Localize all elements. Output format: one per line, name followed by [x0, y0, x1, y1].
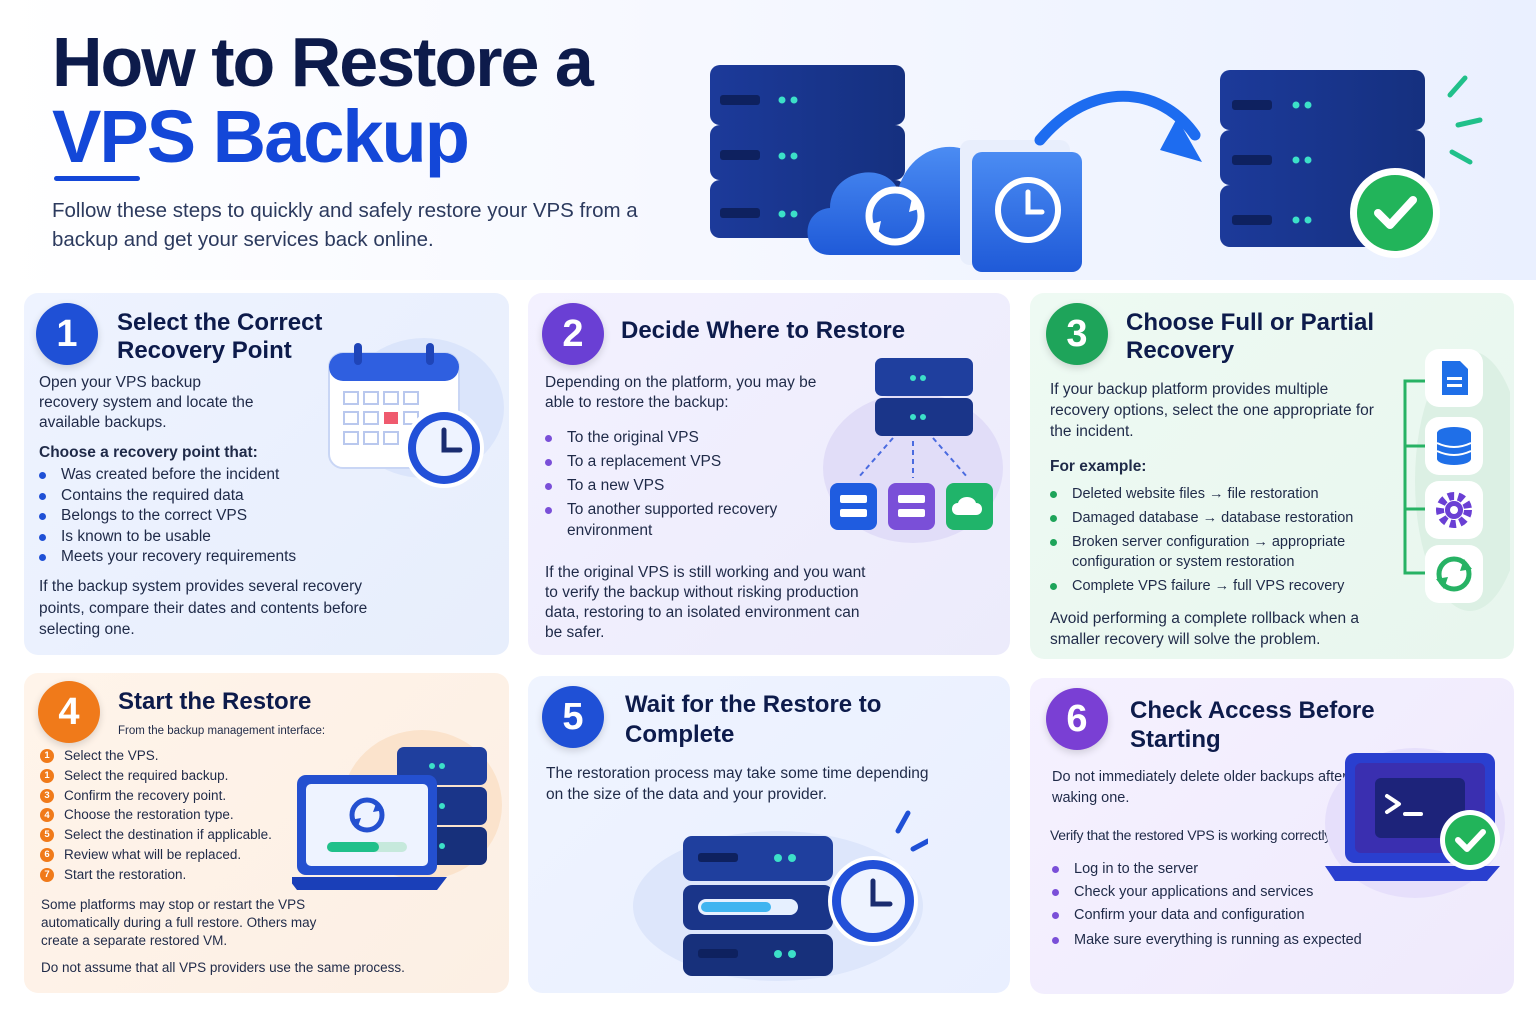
step-note: If the backup system provides several re…	[39, 578, 368, 638]
destination-list: To the original VPS To a replacement VPS…	[543, 428, 783, 541]
folder-clock-icon	[960, 140, 1082, 272]
step-title: Select the Correct Recovery Point	[117, 309, 323, 364]
hero-illustration	[710, 65, 1483, 272]
step-card-6: 6 Check Access Before Starting Do not im…	[1030, 678, 1514, 994]
step-title: Start the Restore	[118, 688, 312, 715]
list-item: To the original VPS	[543, 428, 783, 449]
example-list: Deleted website files → file restoration…	[1048, 484, 1378, 596]
recovery-options-illustration	[1403, 349, 1510, 611]
page-subtitle: Follow these steps to quickly and safely…	[52, 199, 638, 251]
list-item: Make sure everything is running as expec…	[1050, 930, 1362, 950]
criteria-list: Was created before the incident Contains…	[37, 465, 296, 568]
step-number-badge: 5	[542, 686, 604, 748]
list-item: Contains the required data	[37, 486, 296, 507]
step-note: If the original VPS is still working and…	[545, 564, 866, 641]
step-number-badge: 2	[542, 303, 604, 365]
step-note-2: Do not assume that all VPS providers use…	[41, 960, 405, 975]
step-card-2: 2 Decide Where to Restore Depending on t…	[528, 293, 1010, 655]
step-intro: The restoration process may take some ti…	[546, 765, 929, 803]
step-note: Some platforms may stop or restart the V…	[41, 897, 317, 948]
step-intro: Depending on the platform, you may be ab…	[545, 374, 817, 411]
list-item: To a new VPS	[543, 476, 783, 497]
database-icon	[1425, 417, 1483, 475]
server-destinations-icon	[823, 358, 1003, 543]
step-title: Decide Where to Restore	[621, 317, 906, 344]
list-item: Complete VPS failure → full VPS recovery	[1048, 576, 1378, 596]
list-item: To a replacement VPS	[543, 452, 783, 473]
list-item: Damaged database → database restoration	[1048, 508, 1378, 528]
step-card-5: 5 Wait for the Restore to Complete The r…	[528, 676, 1010, 993]
step-title: Choose Full or Partial Recovery	[1126, 309, 1375, 364]
terminal-laptop-icon	[1325, 748, 1505, 898]
step-intro: Open your VPS backup recovery system and…	[39, 374, 254, 431]
step-card-3: 3 Choose Full or Partial Recovery If you…	[1030, 293, 1514, 659]
step-subheading: Verify that the restored VPS is working …	[1050, 827, 1335, 843]
list-item: Was created before the incident	[37, 465, 296, 486]
step-title: Wait for the Restore to Complete	[625, 691, 882, 748]
step-card-4: 4 Start the Restore From the backup mana…	[24, 673, 509, 993]
list-item: Log in to the server	[1050, 859, 1362, 879]
step-intro: Do not immediately delete older backups …	[1052, 769, 1347, 806]
step-intro: If your backup platform provides multipl…	[1050, 381, 1374, 440]
list-item: Is known to be usable	[37, 527, 296, 548]
page-title-line2: VPS Backup	[52, 95, 470, 178]
step-card-1: 1 Select the Correct Recovery Point Open…	[24, 293, 509, 655]
step-note: Avoid performing a complete rollback whe…	[1050, 610, 1360, 648]
list-item: Meets your recovery requirements	[37, 547, 296, 568]
title-underline	[54, 176, 140, 181]
arrow-icon	[1034, 90, 1202, 162]
step-subheading: For example:	[1050, 458, 1147, 475]
list-item: Deleted website files → file restoration	[1048, 484, 1378, 504]
calendar-clock-icon	[328, 338, 504, 488]
list-item: Belongs to the correct VPS	[37, 506, 296, 527]
server-check-icon	[1220, 70, 1483, 258]
hero-banner: How to Restore a VPS Backup Follow these…	[0, 0, 1536, 280]
page-title-line1: How to Restore a	[52, 23, 594, 101]
step-number-badge: 6	[1046, 688, 1108, 750]
step-number-badge: 1	[36, 303, 98, 365]
step-title: Check Access Before Starting	[1130, 697, 1375, 753]
verification-list: Log in to the server Check your applicat…	[1050, 859, 1362, 950]
step-number-badge: 4	[38, 681, 100, 743]
step-intro: From the backup management interface:	[118, 725, 326, 737]
step-subheading: Choose a recovery point that:	[39, 444, 258, 461]
document-icon	[1425, 349, 1483, 407]
list-item: Confirm your data and configuration	[1050, 905, 1362, 925]
server-clock-icon	[633, 810, 928, 981]
laptop-server-icon	[292, 730, 502, 890]
refresh-icon	[1425, 545, 1483, 603]
gear-icon	[1425, 481, 1483, 539]
list-item: To another supported recovery environmen…	[543, 500, 783, 541]
step-number-badge: 3	[1046, 303, 1108, 365]
list-item: Check your applications and services	[1050, 882, 1362, 902]
list-item: Broken server configuration → appropriat…	[1048, 532, 1378, 572]
